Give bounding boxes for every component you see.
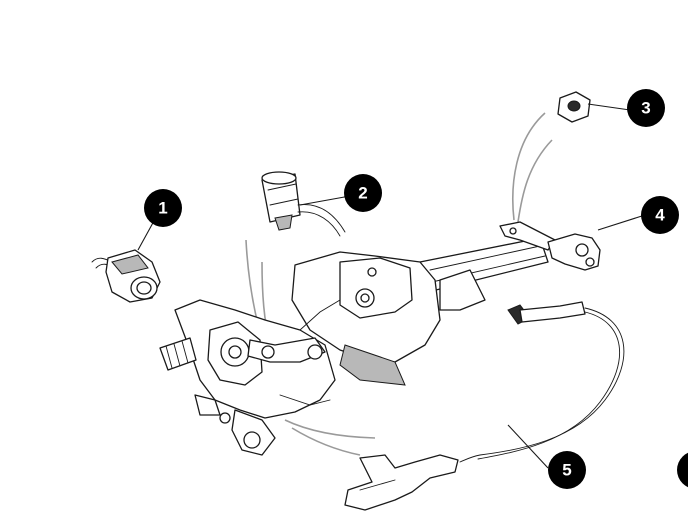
motion-arrows <box>245 112 553 456</box>
callout-5-label: 5 <box>562 461 571 480</box>
leader-lines <box>137 103 646 469</box>
part-5-cable <box>344 301 625 511</box>
part-3-nut <box>557 91 591 123</box>
callout-4-label: 4 <box>655 206 665 225</box>
callout-3: 3 <box>627 89 665 127</box>
callout-1: 1 <box>144 189 182 227</box>
callout-5: 5 <box>548 451 586 489</box>
part-2-sensor <box>261 171 346 237</box>
callout-4: 4 <box>641 196 679 234</box>
part-1-ignition-switch <box>91 249 161 303</box>
callout-3-label: 3 <box>641 99 650 118</box>
callout-2: 2 <box>344 174 382 212</box>
callout-2-label: 2 <box>358 184 367 203</box>
callout-6: 6 <box>677 452 688 488</box>
steering-column <box>159 221 601 456</box>
callout-1-label: 1 <box>158 199 167 218</box>
